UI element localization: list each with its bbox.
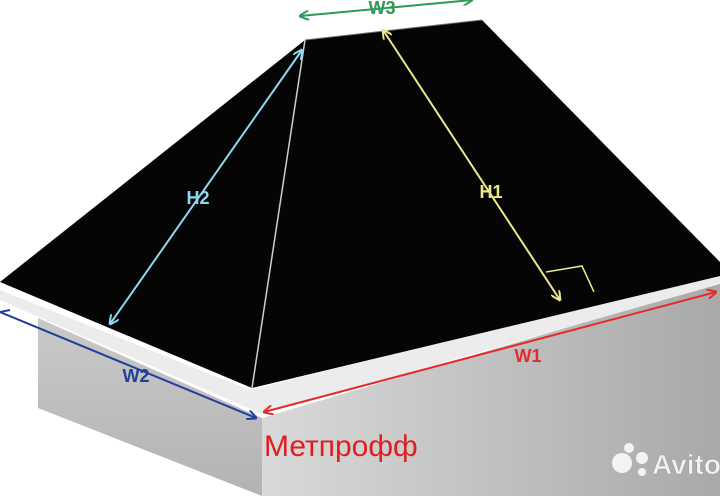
w1-label: W1 (515, 346, 542, 366)
h2-label: H2 (186, 188, 209, 208)
right-angle-marker (545, 265, 595, 293)
w1-dimension-arrow (264, 292, 716, 412)
h1-dimension-arrow (383, 30, 560, 300)
h1-label: H1 (479, 182, 502, 202)
brand-name: Метпрофф (264, 430, 418, 463)
avito-logo-icon (612, 443, 648, 476)
w2-label: W2 (123, 366, 150, 386)
avito-watermark: Avito (612, 443, 720, 480)
h2-dimension-arrow (110, 50, 302, 324)
w3-dimension-arrow (300, 0, 472, 16)
w2-start-arrowhead (0, 309, 11, 313)
left-wall (38, 318, 262, 496)
w3-label: W3 (369, 0, 396, 18)
w2-dimension-arrow (0, 311, 256, 418)
avito-watermark-text: Avito (652, 449, 720, 480)
